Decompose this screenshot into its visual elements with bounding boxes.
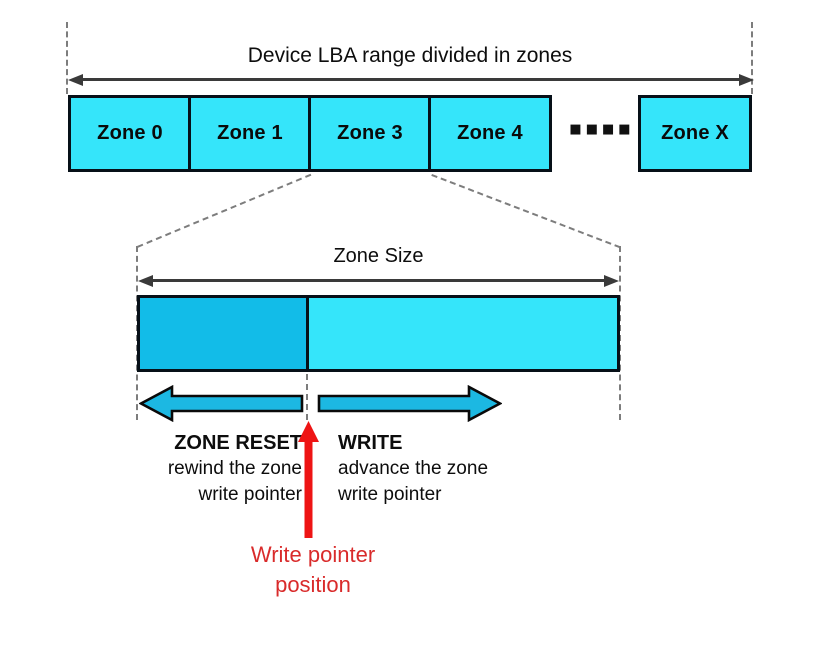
write-text-block: WRITE advance the zone write pointer	[338, 430, 598, 508]
zone-label: Zone 1	[217, 122, 283, 144]
zone-reset-desc-line1: rewind the zone	[167, 458, 302, 479]
zone-reset-desc-line2: write pointer	[198, 484, 303, 505]
write-pointer-dashed-line	[306, 374, 308, 420]
zones-ellipsis-icon: ■■■■	[569, 121, 635, 137]
zone-detail-rectangle	[137, 295, 620, 372]
zone-label: Zone 3	[337, 122, 403, 144]
zone-size-label: Zone Size	[333, 245, 424, 267]
zone-label: Zone X	[661, 122, 729, 144]
zone-box-4: Zone 4	[428, 95, 552, 172]
zone-unwritten-region	[308, 298, 617, 369]
zone-reset-text-block: ZONE RESET rewind the zone write pointer	[52, 430, 302, 508]
zone-label: Zone 0	[97, 122, 163, 144]
zone-size-arrow-line	[150, 279, 607, 282]
device-lba-range-title: Device LBA range divided in zones	[247, 44, 573, 67]
device-range-right-dashed-line	[751, 22, 753, 94]
zone-reset-arrow-icon	[139, 385, 304, 422]
zone-label: Zone 4	[457, 122, 523, 144]
write-desc-line1: advance the zone	[338, 458, 489, 479]
zone-detail-right-dashed-line	[619, 246, 621, 420]
write-pointer-arrow-icon	[298, 421, 319, 538]
zone-box-x: Zone X	[638, 95, 752, 172]
zoom-dashed-line-left	[137, 173, 312, 248]
device-range-arrowhead-left-icon	[68, 73, 83, 86]
write-pointer-label-line1: Write pointer	[250, 542, 376, 567]
zone-box-1: Zone 1	[188, 95, 312, 172]
write-pointer-label-line2: position	[275, 572, 351, 597]
write-title: WRITE	[338, 432, 403, 454]
device-range-arrowhead-right-icon	[739, 73, 754, 86]
zone-written-region	[140, 298, 309, 369]
device-range-arrow-line	[80, 78, 742, 81]
zone-box-0: Zone 0	[68, 95, 192, 172]
device-range-left-dashed-line	[66, 22, 68, 94]
zoom-dashed-line-right	[431, 174, 621, 249]
write-pointer-label: Write pointer position	[163, 540, 463, 600]
zone-box-3: Zone 3	[308, 95, 432, 172]
write-arrow-icon	[317, 385, 502, 422]
write-desc-line2: write pointer	[338, 484, 442, 505]
zone-size-arrowhead-left-icon	[138, 274, 153, 287]
zone-reset-title: ZONE RESET	[174, 432, 302, 454]
zone-size-arrowhead-right-icon	[604, 274, 619, 287]
